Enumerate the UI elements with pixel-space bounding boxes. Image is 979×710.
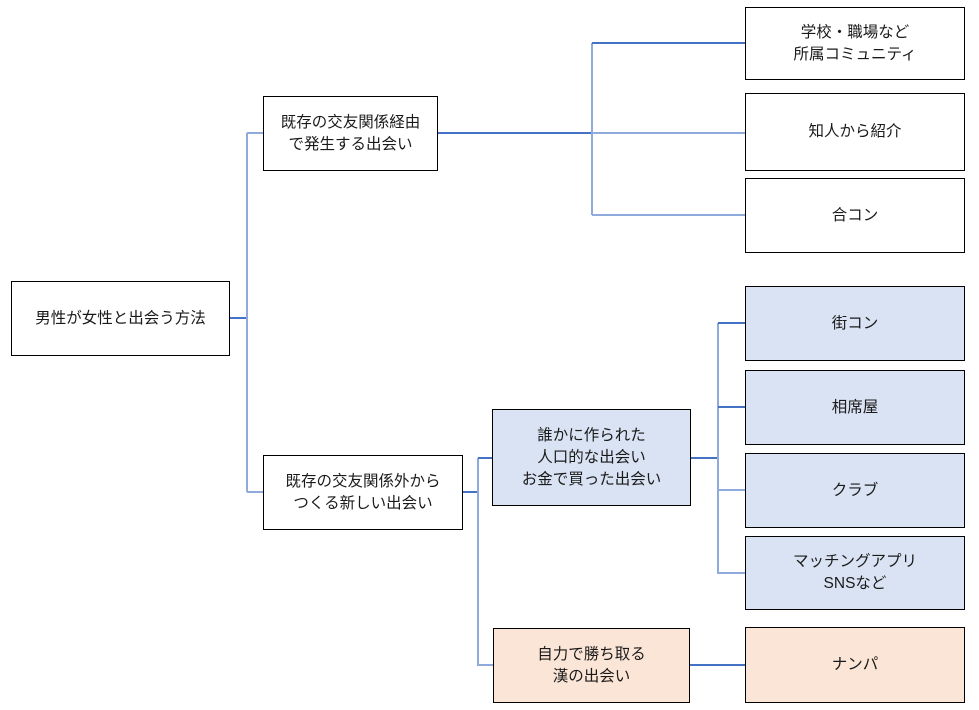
node-artificial-meet: 誰かに作られた 人口的な出会い お金で買った出会い: [492, 409, 691, 506]
connector-to-goukon: [592, 214, 745, 216]
connector-spine-new: [477, 458, 479, 666]
connector-root-stub: [230, 317, 247, 319]
node-new-relations: 既存の交友関係外から つくる新しい出会い: [263, 455, 463, 530]
connector-spine-existing: [591, 43, 593, 215]
node-club: クラブ: [745, 453, 965, 528]
node-community: 学校・職場など 所属コミュニティ: [745, 7, 965, 80]
connector-to-aiseki: [718, 406, 745, 408]
connector-to-community: [592, 42, 745, 44]
connector-spine-main: [246, 133, 248, 492]
node-root: 男性が女性と出会う方法: [11, 281, 230, 356]
connector-to-machikon: [718, 322, 745, 324]
connector-to-matching: [718, 572, 745, 574]
connector-to-nampa: [690, 664, 745, 666]
connector-to-artificial: [478, 457, 492, 459]
connector-to-referral: [592, 132, 745, 134]
node-goukon: 合コン: [745, 178, 965, 253]
node-existing-relations: 既存の交友関係経由 で発生する出会い: [263, 96, 438, 171]
connector-to-existing: [247, 132, 263, 134]
connector-to-new: [247, 491, 263, 493]
node-matching-app: マッチングアプリ SNSなど: [745, 536, 965, 610]
connector-existing-out: [438, 132, 592, 134]
node-referral: 知人から紹介: [745, 93, 965, 171]
node-aiseki-ya: 相席屋: [745, 370, 965, 445]
connector-spine-artificial: [717, 323, 719, 574]
connector-artificial-out: [691, 457, 718, 459]
node-nampa: ナンパ: [745, 627, 965, 703]
node-machikon: 街コン: [745, 286, 965, 361]
connector-new-out: [463, 491, 478, 493]
connector-to-club: [718, 489, 745, 491]
node-self-earned: 自力で勝ち取る 漢の出会い: [493, 628, 690, 703]
connector-to-self-earned: [478, 664, 493, 666]
